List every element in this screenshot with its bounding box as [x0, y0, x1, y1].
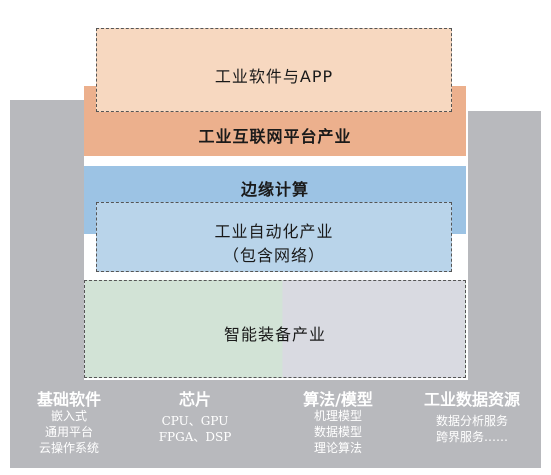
- foundation-item: 嵌入式: [50, 409, 87, 423]
- software-app-layer: 工业软件与APP: [96, 28, 452, 112]
- foundation-item: 数据模型: [313, 425, 362, 439]
- foundation-title: 工业数据资源: [423, 390, 520, 409]
- foundation-item: 跨界服务……: [435, 430, 508, 444]
- foundation-title: 基础软件: [36, 390, 101, 409]
- foundation-algorithm-model: 算法/模型 机理模型 数据模型 理论算法: [283, 386, 393, 466]
- foundation-title: 芯片: [178, 390, 211, 409]
- smart-equipment-layer: 智能装备产业: [84, 280, 466, 378]
- internet-platform-label: 工业互联网平台产业: [198, 127, 352, 146]
- foundation-item: 通用平台: [44, 425, 93, 439]
- foundation-item: CPU、GPU: [161, 414, 229, 428]
- foundation-item: FPGA、DSP: [158, 430, 232, 444]
- software-app-label: 工业软件与APP: [214, 67, 334, 86]
- foundation-basic-software: 基础软件 嵌入式 通用平台 云操作系统: [14, 386, 124, 466]
- foundation-item: 云操作系统: [38, 441, 99, 455]
- automation-label-line2: （包含网络）: [222, 246, 325, 265]
- smart-equipment-label: 智能装备产业: [223, 325, 326, 344]
- foundation-title: 算法/模型: [303, 390, 373, 409]
- edge-computing-label: 边缘计算: [240, 180, 309, 199]
- foundation-item: 机理模型: [313, 409, 362, 423]
- automation-label-line1: 工业自动化产业: [214, 222, 334, 241]
- automation-layer: 工业自动化产业 （包含网络）: [96, 202, 452, 272]
- foundation-item: 数据分析服务: [435, 414, 508, 428]
- foundation-chip: 芯片 CPU、GPU FPGA、DSP: [140, 386, 250, 466]
- foundation-base: [10, 380, 541, 468]
- foundation-industrial-data: 工业数据资源 数据分析服务 跨界服务……: [405, 386, 539, 466]
- foundation-item: 理论算法: [313, 441, 362, 455]
